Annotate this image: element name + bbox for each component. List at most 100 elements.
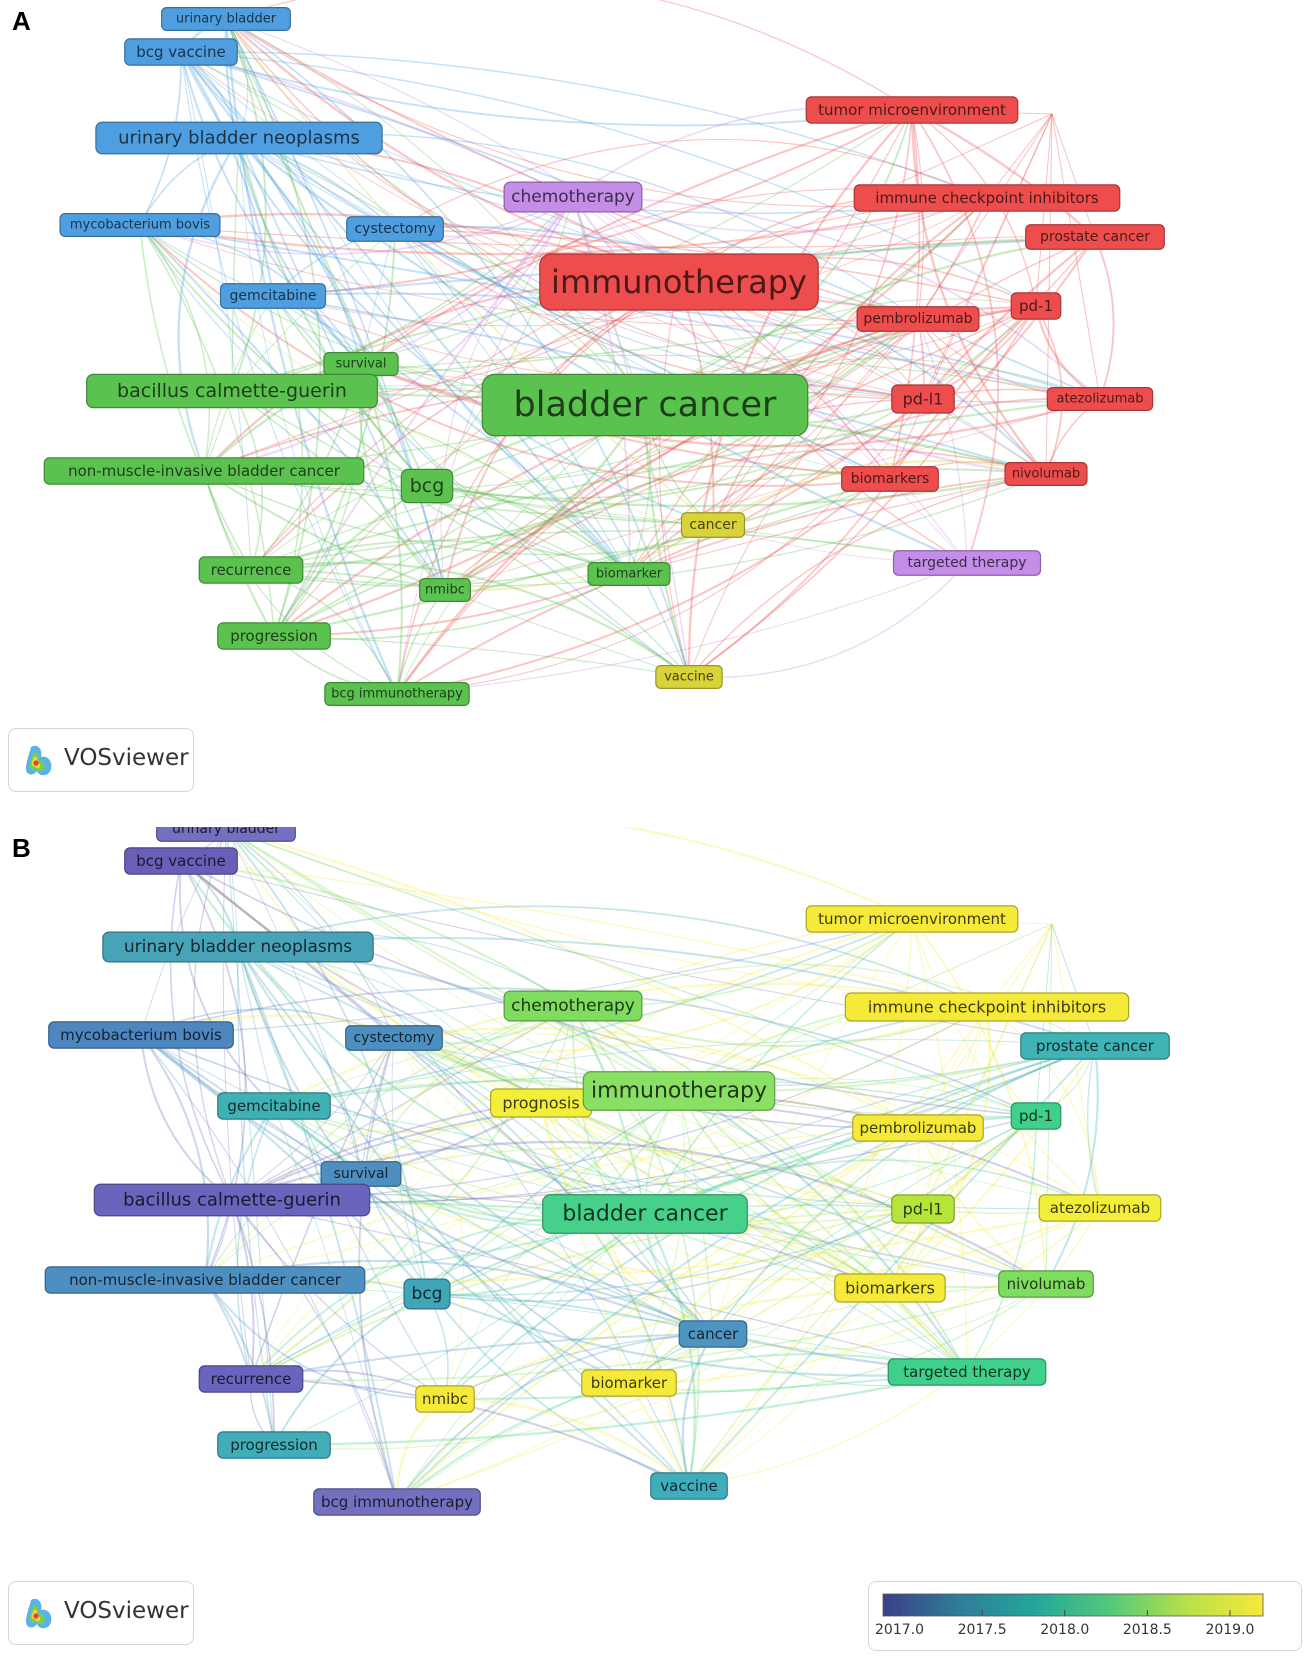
node-recurrence[interactable]: recurrence: [198, 556, 304, 584]
node-box: [853, 184, 1121, 212]
node-progression[interactable]: progression: [217, 1431, 331, 1459]
node-bladder-cancer[interactable]: bladder cancer: [481, 373, 809, 437]
node-bcg-immunotherapy[interactable]: bcg immunotherapy: [324, 682, 470, 706]
node-urinary-bladder[interactable]: urinary bladder: [156, 827, 296, 842]
node-immune-checkpoint-inhibitors[interactable]: immune checkpoint inhibitors: [844, 992, 1130, 1022]
node-immunotherapy[interactable]: immunotherapy: [539, 253, 819, 311]
node-box: [503, 990, 643, 1022]
node-box: [680, 512, 746, 538]
node-chemotherapy[interactable]: chemotherapy: [503, 181, 643, 213]
node-biomarker[interactable]: biomarker: [587, 562, 671, 586]
node-atezolizumab[interactable]: atezolizumab: [1046, 387, 1154, 411]
edge-link: [140, 1034, 398, 1503]
node-vaccine[interactable]: vaccine: [650, 1472, 728, 1500]
node-urinary-bladder[interactable]: urinary bladder: [161, 7, 291, 31]
node-cancer[interactable]: cancer: [678, 1320, 748, 1348]
edge-link: [687, 109, 913, 678]
node-immunotherapy[interactable]: immunotherapy: [582, 1071, 776, 1111]
edge-link: [917, 113, 1053, 320]
node-pd-1[interactable]: pd-1: [1010, 1102, 1062, 1130]
edge-link: [272, 197, 988, 327]
node-immune-checkpoint-inhibitors[interactable]: immune checkpoint inhibitors: [853, 184, 1121, 212]
edge-link: [238, 137, 398, 695]
node-box: [217, 1092, 331, 1120]
node-pd-1[interactable]: pd-1: [1010, 292, 1062, 320]
edge-link: [180, 51, 646, 406]
edge-link: [180, 51, 447, 591]
node-biomarkers[interactable]: biomarkers: [841, 466, 939, 492]
vosviewer-brand-text: VOSviewer: [64, 1598, 189, 1624]
node-label: prostate cancer: [1036, 1037, 1155, 1055]
node-non-muscle-invasive-bladder-cancer[interactable]: non-muscle-invasive bladder cancer: [44, 1266, 366, 1294]
edge-link: [444, 1286, 891, 1400]
node-label: urinary bladder neoplasms: [118, 128, 360, 149]
node-bcg[interactable]: bcg: [400, 468, 454, 504]
node-recurrence[interactable]: recurrence: [198, 1365, 304, 1393]
node-pembrolizumab[interactable]: pembrolizumab: [856, 306, 980, 332]
edge-link: [250, 1090, 680, 1380]
node-tumor-microenvironment[interactable]: tumor microenvironment: [805, 96, 1019, 124]
edge-link: [250, 1045, 1096, 1380]
edge-link: [393, 1037, 714, 1335]
node-cystectomy[interactable]: cystectomy: [346, 216, 444, 242]
edge-link: [225, 828, 924, 1210]
node-cystectomy[interactable]: cystectomy: [345, 1025, 443, 1051]
node-targeted-therapy[interactable]: targeted therapy: [892, 550, 1042, 576]
node-atezolizumab[interactable]: atezolizumab: [1038, 1194, 1162, 1222]
edge-link: [238, 137, 646, 406]
edge-link: [237, 946, 690, 1487]
edge-link: [394, 228, 1037, 307]
node-bcg[interactable]: bcg: [403, 1278, 451, 1310]
node-prognosis[interactable]: prognosis: [490, 1088, 593, 1118]
edge-link: [272, 295, 630, 575]
node-vaccine[interactable]: vaccine: [655, 665, 723, 689]
edge-link: [444, 448, 1047, 591]
edge-link: [273, 1213, 646, 1446]
node-mycobacterium-bovis[interactable]: mycobacterium bovis: [59, 213, 221, 237]
node-pembrolizumab[interactable]: pembrolizumab: [852, 1114, 984, 1142]
node-prostate-cancer[interactable]: prostate cancer: [1020, 1032, 1170, 1060]
node-box: [44, 1266, 366, 1294]
node-survival[interactable]: survival: [323, 352, 399, 376]
node-prostate-cancer[interactable]: prostate cancer: [1025, 224, 1165, 250]
node-gemcitabine[interactable]: gemcitabine: [217, 1092, 331, 1120]
node-bacillus-calmette-guerin[interactable]: bacillus calmette-guerin: [86, 373, 378, 409]
node-urinary-bladder-neoplasms[interactable]: urinary bladder neoplasms: [95, 121, 383, 155]
node-label: nivolumab: [1007, 1275, 1086, 1293]
node-box: [217, 1431, 331, 1459]
node-non-muscle-invasive-bladder-cancer[interactable]: non-muscle-invasive bladder cancer: [43, 457, 365, 485]
node-bcg-immunotherapy[interactable]: bcg immunotherapy: [313, 1488, 481, 1516]
node-box: [102, 931, 374, 963]
node-pd-l1[interactable]: pd-l1: [891, 1194, 955, 1224]
node-bcg-vaccine[interactable]: bcg vaccine: [124, 38, 238, 66]
node-nmibc[interactable]: nmibc: [419, 578, 471, 602]
node-biomarkers[interactable]: biomarkers: [834, 1273, 946, 1303]
node-gemcitabine[interactable]: gemcitabine: [219, 283, 327, 309]
node-box: [1004, 462, 1088, 486]
edge-link: [396, 281, 680, 695]
node-bacillus-calmette-guerin[interactable]: bacillus calmette-guerin: [93, 1183, 371, 1217]
node-cancer[interactable]: cancer: [680, 512, 746, 538]
node-bcg-vaccine[interactable]: bcg vaccine: [124, 847, 238, 875]
node-mycobacterium-bovis[interactable]: mycobacterium bovis: [48, 1021, 234, 1049]
vosviewer-logo-icon: [25, 745, 52, 776]
node-nivolumab[interactable]: nivolumab: [998, 1270, 1094, 1298]
node-label: bcg immunotherapy: [331, 687, 463, 702]
node-survival[interactable]: survival: [320, 1161, 402, 1187]
edge-link: [237, 946, 714, 1335]
node-urinary-bladder-neoplasms[interactable]: urinary bladder neoplasms: [102, 931, 374, 963]
edge-link: [360, 1037, 395, 1175]
node-progression[interactable]: progression: [217, 622, 331, 650]
node-nivolumab[interactable]: nivolumab: [1004, 462, 1088, 486]
node-label: urinary bladder: [176, 12, 277, 27]
node-biomarker[interactable]: biomarker: [581, 1369, 677, 1397]
node-pd-l1[interactable]: pd-l1: [891, 384, 955, 414]
node-box: [856, 306, 980, 332]
vosviewer-brand-text: VOSviewer: [64, 745, 189, 771]
node-bladder-cancer[interactable]: bladder cancer: [542, 1194, 748, 1234]
node-nmibc[interactable]: nmibc: [415, 1385, 475, 1413]
node-chemotherapy[interactable]: chemotherapy: [503, 990, 643, 1022]
edge-link: [236, 1105, 275, 1380]
node-targeted-therapy[interactable]: targeted therapy: [887, 1358, 1047, 1386]
node-tumor-microenvironment[interactable]: tumor microenvironment: [805, 905, 1019, 933]
